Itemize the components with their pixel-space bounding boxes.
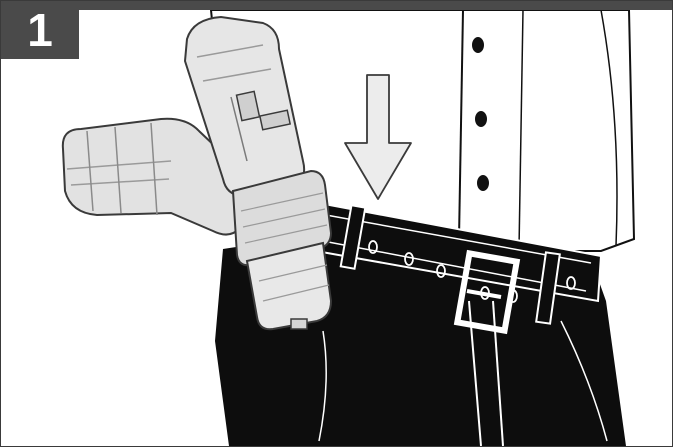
shirt-button	[477, 175, 489, 191]
step-number: 1	[1, 1, 79, 59]
shirt-button	[472, 37, 484, 53]
shirt-button	[475, 111, 487, 127]
step-badge: 1	[1, 1, 79, 59]
header-bar	[1, 1, 672, 10]
